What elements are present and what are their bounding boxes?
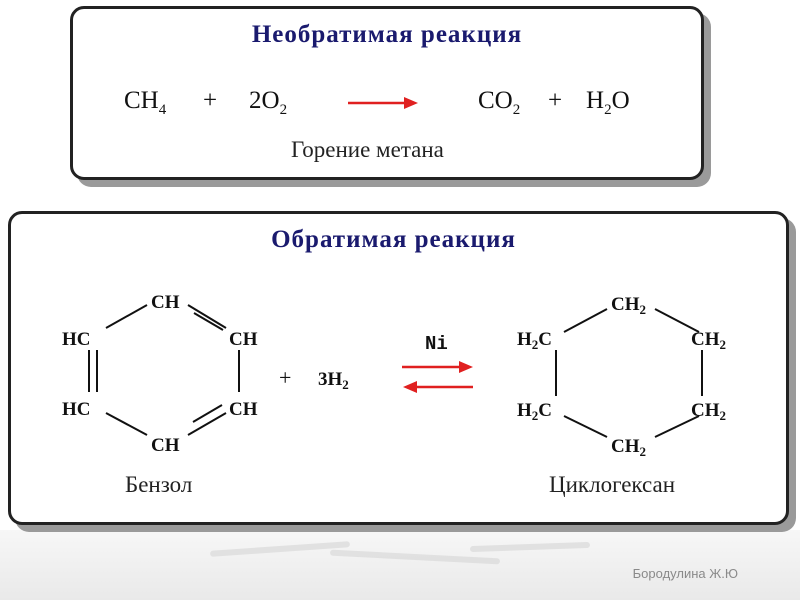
cyclohexane-atom: CH2 bbox=[611, 294, 646, 317]
benzene-atom: HC bbox=[62, 329, 91, 350]
benzene-atom: CH bbox=[151, 435, 180, 456]
plus-sign: + bbox=[203, 87, 218, 114]
benzene-ring bbox=[88, 304, 240, 436]
reaction-diagram: CH CH CH CH HC HC + 3H2 Ni CH2 CH2 CH2 C… bbox=[62, 292, 726, 459]
decorative-swirl bbox=[209, 541, 351, 557]
catalyst-label: Ni bbox=[425, 333, 448, 355]
benzene-atom: CH bbox=[229, 399, 258, 420]
cyclohexane-atom: H2C bbox=[517, 329, 552, 352]
cyclohexane-atom: CH2 bbox=[691, 329, 726, 352]
carbon-dioxide-formula: CO2 bbox=[478, 87, 521, 118]
hydrogen-formula: 3H2 bbox=[318, 369, 349, 392]
footer-band bbox=[0, 530, 800, 600]
plus-sign: + bbox=[548, 87, 563, 114]
plus-sign: + bbox=[279, 365, 291, 390]
decorative-swirl bbox=[469, 541, 591, 553]
cyclohexane-atom: H2C bbox=[517, 400, 552, 423]
cyclohexane-caption: Циклогексан bbox=[549, 472, 676, 497]
oxygen-formula: 2O2 bbox=[249, 87, 288, 118]
cyclohexane-ring bbox=[555, 308, 703, 438]
cyclohexane-atom: CH2 bbox=[611, 436, 646, 459]
irreversible-reaction-panel: Необратимая реакция CH4 + 2O2 CO2 + H2O … bbox=[70, 6, 704, 180]
equilibrium-arrows bbox=[402, 361, 473, 393]
water-formula: H2O bbox=[586, 87, 630, 118]
cyclohexane-atom: CH2 bbox=[691, 400, 726, 423]
author-credit: Бородулина Ж.Ю bbox=[632, 566, 738, 581]
reversible-title: Обратимая реакция bbox=[271, 226, 516, 253]
benzene-atom: CH bbox=[229, 329, 258, 350]
benzene-atom: CH bbox=[151, 292, 180, 313]
methane-formula: CH4 bbox=[124, 87, 167, 118]
irreversible-arrow bbox=[348, 97, 418, 109]
reversible-reaction-panel: Обратимая реакция CH CH CH CH HC HC + 3H… bbox=[8, 211, 789, 525]
methane-combustion-caption: Горение метана bbox=[291, 137, 444, 162]
benzene-atom: HC bbox=[62, 399, 91, 420]
irreversible-title: Необратимая реакция bbox=[251, 21, 523, 48]
benzene-caption: Бензол bbox=[125, 472, 193, 497]
